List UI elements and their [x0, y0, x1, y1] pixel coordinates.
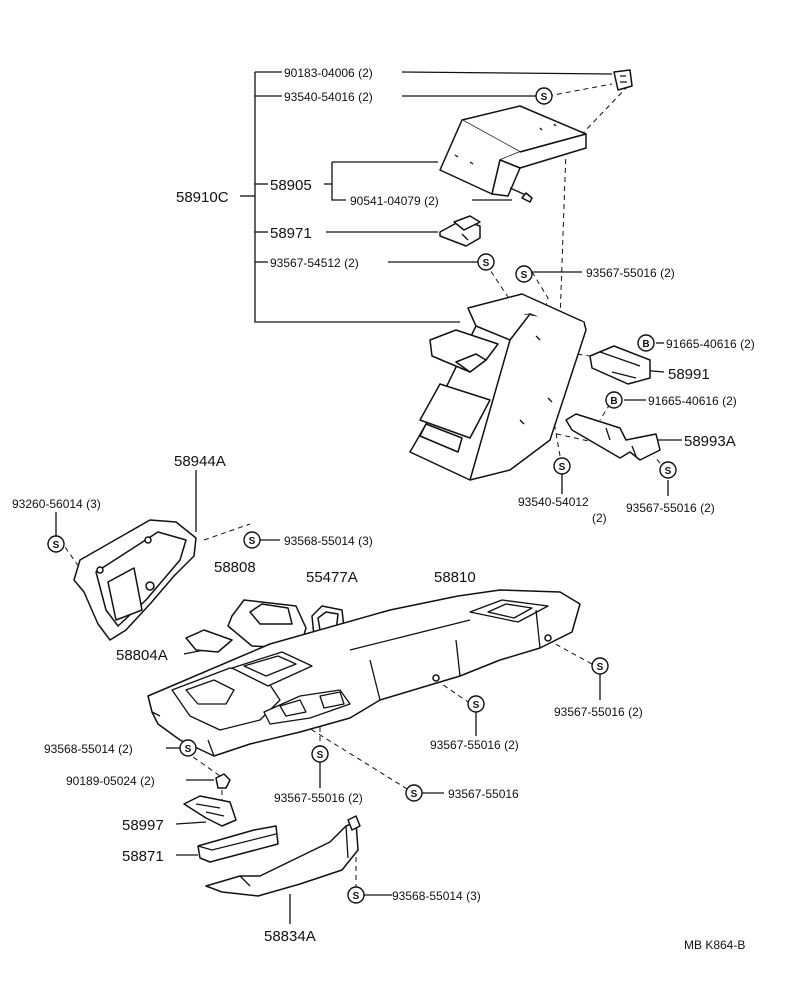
- label-93567-55016-d: 93567-55016 (2): [430, 738, 519, 752]
- svg-text:S: S: [665, 466, 672, 477]
- screw-symbol: S: [515, 265, 533, 283]
- label-58804a: 58804A: [116, 647, 168, 664]
- svg-text:S: S: [473, 700, 480, 711]
- svg-text:S: S: [53, 540, 60, 551]
- label-93540-54012: 93540-54012: [518, 495, 589, 509]
- clip-90183-drawing: [613, 69, 633, 91]
- screw-symbol: S: [347, 886, 365, 904]
- bolt-symbol: B: [637, 334, 655, 352]
- part-labels: 58910C 90183-04006 (2) 93540-54016 (2) 5…: [12, 66, 755, 952]
- screw-symbol: S: [535, 87, 553, 105]
- nut-90189-drawing: [215, 773, 231, 789]
- label-58810: 58810: [434, 569, 476, 586]
- label-91665-b: 91665-40616 (2): [648, 394, 737, 408]
- label-58997: 58997: [122, 817, 164, 834]
- label-93568-55014-c: 93568-55014 (3): [392, 889, 481, 903]
- svg-text:B: B: [642, 339, 649, 350]
- svg-text:S: S: [317, 750, 324, 761]
- console-box-drawing: [409, 293, 587, 481]
- screw-symbol: S: [591, 657, 609, 675]
- label-58871: 58871: [122, 848, 164, 865]
- label-93567-55016-e: 93567-55016 (2): [274, 791, 363, 805]
- screw-symbol: S: [47, 535, 65, 553]
- label-93260: 93260-56014 (3): [12, 497, 101, 511]
- reference-code: MB K864-B: [684, 938, 745, 952]
- screw-symbol: S: [659, 461, 677, 479]
- bracket-58993a-drawing: [565, 413, 661, 461]
- svg-text:S: S: [185, 744, 192, 755]
- switch-58991-drawing: [589, 345, 651, 385]
- bracket-58834a-drawing: [205, 815, 361, 897]
- label-93567-55016-f: 93567-55016: [448, 787, 519, 801]
- boot-58808-drawing: [227, 599, 307, 649]
- label-55477a: 55477A: [306, 569, 358, 586]
- label-58808: 58808: [214, 559, 256, 576]
- panel-58944a-drawing: [73, 519, 197, 641]
- console-58810-drawing: [147, 589, 581, 757]
- label-93540-54016: 93540-54016 (2): [284, 90, 373, 104]
- label-58991: 58991: [668, 366, 710, 383]
- label-93568-55014-a: 93568-55014 (3): [284, 534, 373, 548]
- svg-text:S: S: [521, 270, 528, 281]
- console-lid-58905-drawing: [439, 105, 587, 203]
- screw-symbol: S: [243, 531, 261, 549]
- bracket-58997-drawing: [183, 795, 237, 827]
- svg-text:S: S: [353, 891, 360, 902]
- svg-text:B: B: [610, 396, 617, 407]
- label-93540-54012-qty: (2): [592, 511, 607, 525]
- label-58905: 58905: [270, 177, 312, 194]
- screw-symbol: S: [405, 784, 423, 802]
- cover-58804a-drawing: [185, 629, 233, 653]
- label-93567-55016-a: 93567-55016 (2): [586, 266, 675, 280]
- svg-text:S: S: [249, 536, 256, 547]
- svg-text:S: S: [483, 258, 490, 269]
- screw-symbol: S: [179, 739, 197, 757]
- label-90183: 90183-04006 (2): [284, 66, 373, 80]
- screw-symbol: S: [477, 253, 495, 271]
- label-93568-55014-b: 93568-55014 (2): [44, 742, 133, 756]
- screw-symbol: S: [311, 745, 329, 763]
- svg-text:S: S: [411, 789, 418, 800]
- svg-text:S: S: [597, 662, 604, 673]
- label-58971: 58971: [270, 225, 312, 242]
- pad-58871-drawing: [197, 825, 279, 863]
- label-93567-55016-c: 93567-55016 (2): [554, 705, 643, 719]
- label-93567-55016-b: 93567-55016 (2): [626, 501, 715, 515]
- label-91665-a: 91665-40616 (2): [666, 337, 755, 351]
- screw-symbol: S: [467, 695, 485, 713]
- label-58944a: 58944A: [174, 453, 226, 470]
- label-90541: 90541-04079 (2): [350, 194, 439, 208]
- label-93567-54512: 93567-54512 (2): [270, 256, 359, 270]
- bolt-symbol: B: [605, 391, 623, 409]
- label-90189: 90189-05024 (2): [66, 774, 155, 788]
- svg-text:S: S: [541, 92, 548, 103]
- bracket-58910c: [240, 71, 460, 323]
- screw-symbol: S: [553, 457, 571, 475]
- label-58834a: 58834A: [264, 928, 316, 945]
- label-58910c: 58910C: [176, 189, 229, 206]
- hinge-58971-drawing: [439, 215, 481, 247]
- svg-text:S: S: [559, 462, 566, 473]
- label-58993a: 58993A: [684, 433, 736, 450]
